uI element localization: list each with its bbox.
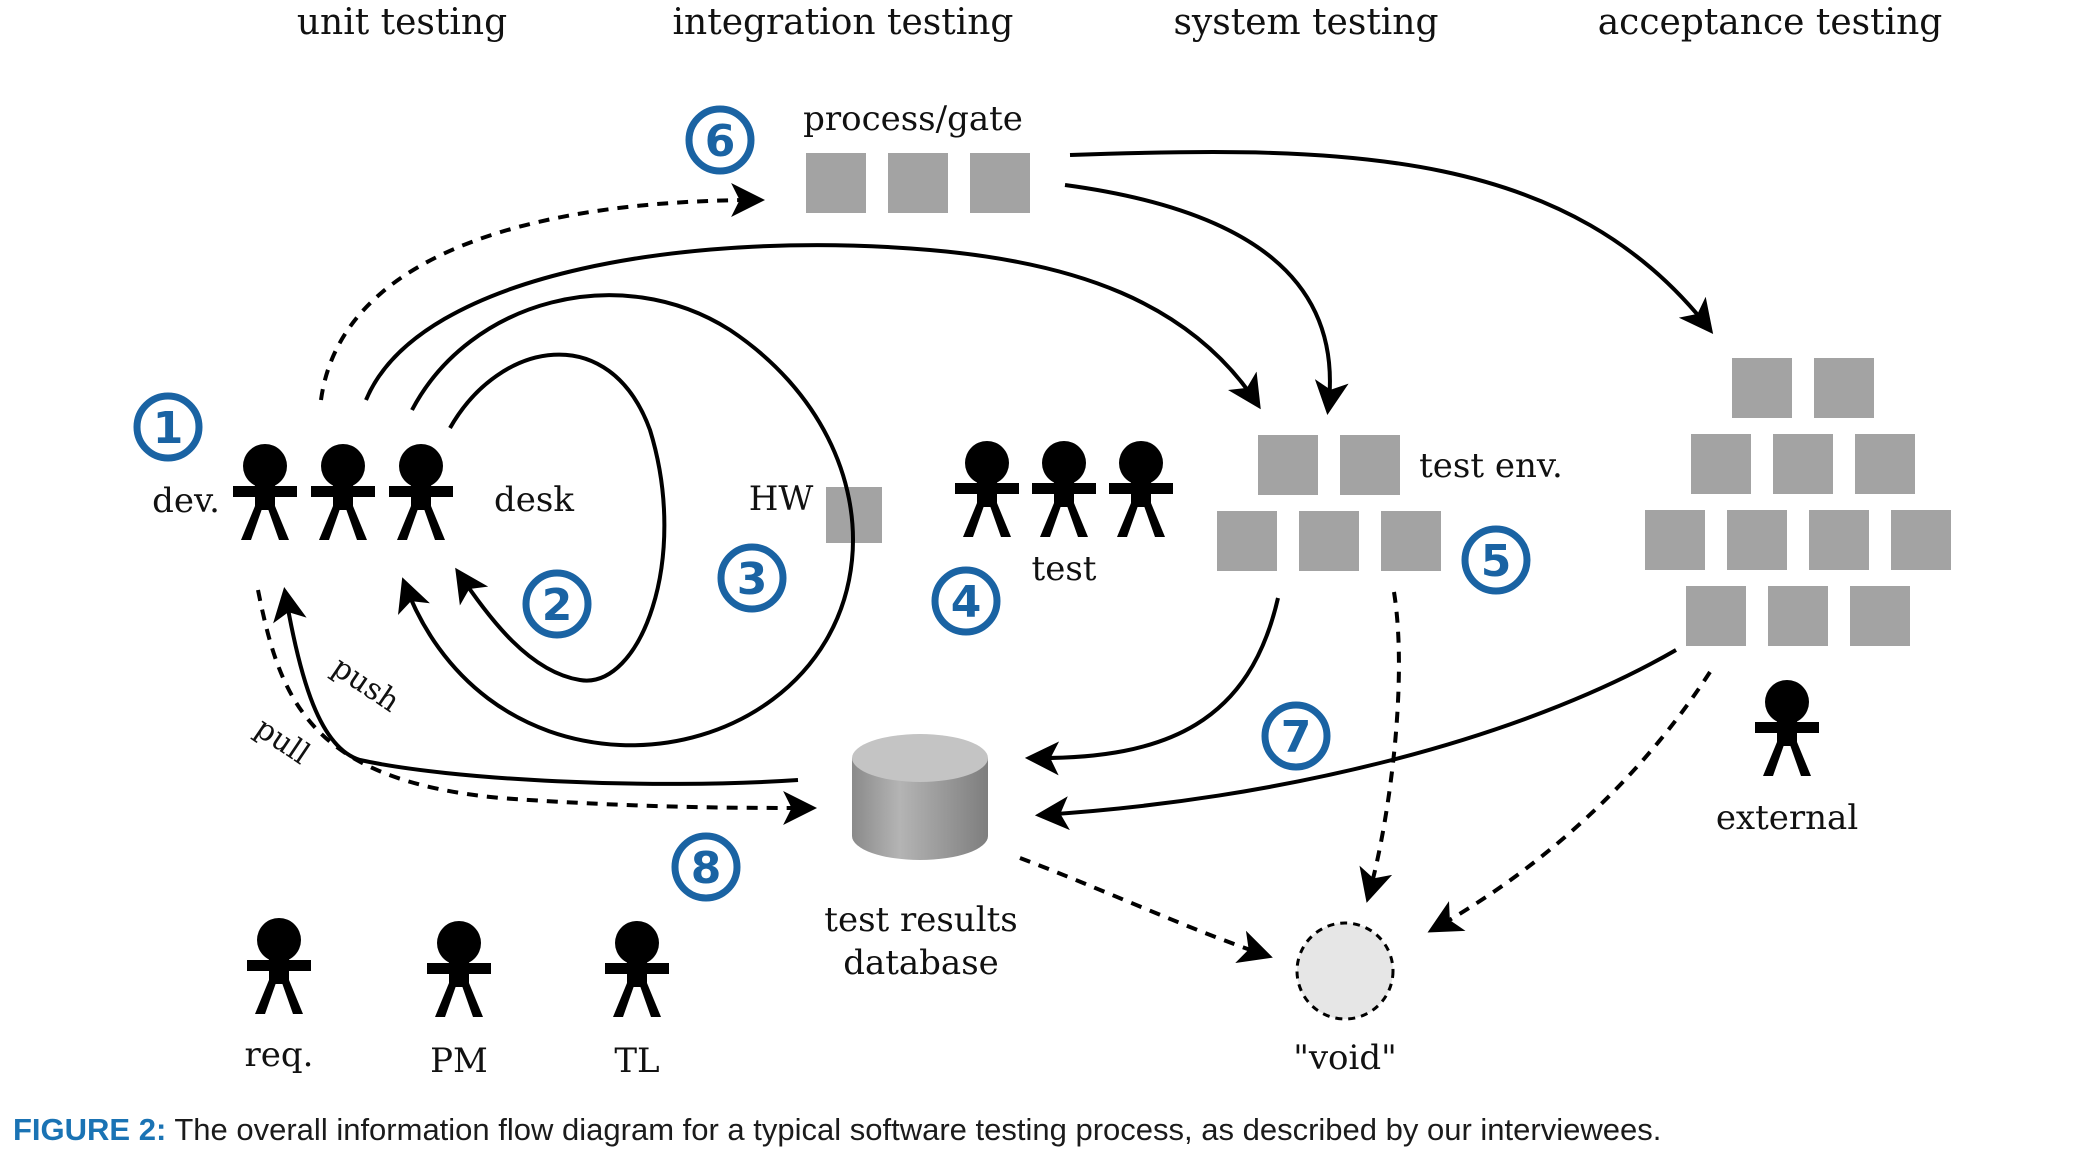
external-label: external [1716,798,1858,838]
arrow-test-env-to-database [1024,597,1280,776]
stakeholder-icons [247,918,669,1017]
arrow-acceptance-to-database [1034,648,1677,831]
void-circle [1295,921,1395,1021]
svg-text:5: 5 [1481,536,1512,587]
marker-6: 6 [685,105,755,175]
arrow-dev-to-test-env [364,243,1261,410]
marker-4: 4 [931,566,1001,636]
figure-caption-text: The overall information flow diagram for… [166,1112,1662,1147]
arrow-push-database-to-dev [273,586,799,786]
marker-1: 1 [133,392,203,462]
external-person-icon [1755,680,1819,776]
marker-7: 7 [1261,701,1331,771]
header-acceptance-testing: acceptance testing [1598,2,1943,43]
dev-label: dev. [152,481,220,521]
arrow-process-gate-to-acceptance [1069,150,1714,335]
marker-2: 2 [522,569,592,639]
push-label: push [326,650,406,720]
arrow-dev-to-process-gate [319,183,766,401]
svg-text:6: 6 [705,116,736,167]
svg-text:8: 8 [691,843,722,894]
test-env-label: test env. [1419,446,1563,486]
svg-text:4: 4 [951,577,982,628]
arrow-desk-loop [448,352,667,683]
arrow-pull-dev-to-database [256,589,818,825]
marker-5: 5 [1461,525,1531,595]
arrow-hw-loop [398,293,855,748]
req-label: req. [245,1035,314,1075]
marker-8: 8 [671,832,741,902]
pull-label: pull [249,711,316,772]
marker-3: 3 [717,543,787,613]
svg-text:1: 1 [153,403,184,454]
figure-caption: FIGURE 2: The overall information flow d… [13,1112,1661,1148]
tl-label: TL [614,1041,659,1081]
svg-text:2: 2 [542,580,573,631]
figure-caption-label: FIGURE 2: [13,1112,167,1147]
arrow-acceptance-to-void [1427,670,1712,933]
database-label-line2: database [843,943,999,983]
header-system-testing: system testing [1173,2,1438,43]
header-integration-testing: integration testing [673,2,1014,43]
svg-text:7: 7 [1281,712,1312,763]
svg-text:3: 3 [737,554,768,605]
header-unit-testing: unit testing [297,2,507,43]
database-label-line1: test results [824,900,1017,940]
void-label: "void" [1293,1038,1397,1078]
pm-label: PM [430,1041,488,1081]
hw-label: HW [749,479,814,519]
process-gate-label: process/gate [803,99,1023,139]
acceptance-boxes [1645,358,1951,646]
test-env-boxes [1217,435,1441,571]
arrow-test-env-to-void [1359,591,1401,903]
tester-icons [955,441,1173,537]
desk-label: desk [494,480,574,520]
arrow-database-to-void [1019,856,1273,963]
process-gate-boxes [806,153,1030,213]
test-label: test [1032,549,1097,589]
arrow-process-gate-to-test-env [1064,183,1349,416]
test-results-database-icon [852,734,988,860]
developer-icons [233,444,453,540]
